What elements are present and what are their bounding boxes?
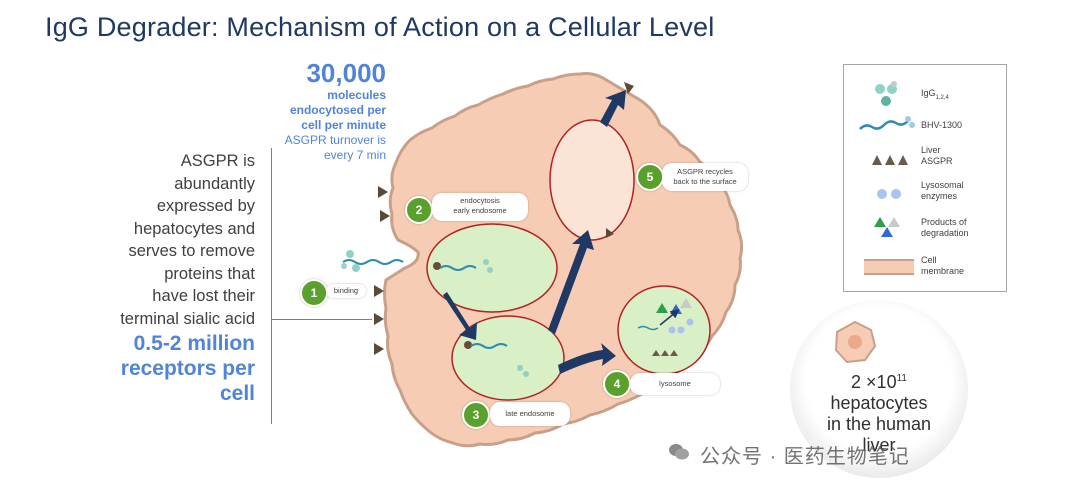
asgpr-receptor-icon: [624, 82, 634, 94]
enzymes-label-line: enzymes: [921, 191, 958, 201]
products-of-degradation-icon: [874, 217, 900, 237]
lysosome-contents: [637, 298, 694, 356]
stat-line: cell per minute: [301, 118, 386, 132]
products-label-line: degradation: [921, 228, 969, 238]
bracket-line: [271, 148, 272, 424]
legend-panel: IgG1,2,4 BHV-1300 Liver ASGPR Lysosomal …: [843, 64, 1007, 292]
asgpr-receptor-icon: [606, 228, 614, 238]
asgpr-receptor-icon: [378, 186, 388, 198]
igg-icon: [875, 81, 897, 106]
cell-membrane-icon: [864, 259, 914, 275]
step-1-label: binding: [326, 284, 366, 298]
legend-item-asgpr: Liver ASGPR: [844, 143, 1004, 173]
step-5-label-line: ASGPR recycles: [677, 167, 733, 176]
asgpr-description: ASGPR is abundantly expressed by hepatoc…: [85, 150, 255, 330]
step-3-badge: 3: [462, 401, 490, 429]
hepatocytes-coefficient: 2 ×10: [851, 372, 897, 392]
wechat-icon: [669, 444, 689, 460]
receptor-count-line: receptors per: [120, 357, 255, 380]
watermark: 公众号 · 医药生物笔记: [700, 446, 910, 468]
endosome-complex: [433, 259, 493, 273]
asgpr-receptor-icon: [374, 285, 384, 297]
step-2-badge: 2: [405, 196, 433, 224]
recycling-vesicle: [549, 119, 635, 241]
description-line: proteins that: [164, 264, 255, 283]
membrane-label-line: Cell: [921, 255, 937, 265]
hepatocytes-count: 2 ×1011 hepatocytes in the human liver: [790, 368, 968, 456]
legend-label-igg: IgG1,2,4: [921, 88, 949, 104]
legend-label-enzymes: Lysosomal enzymes: [921, 180, 964, 202]
hepatocytes-circle: [790, 300, 968, 478]
receptor-count-line: 0.5-2 million: [133, 332, 255, 355]
step-5-label: ASGPR recycles back to the surface: [662, 163, 748, 191]
step-2-label-line: early endosome: [453, 206, 507, 215]
hepatocytes-line: liver: [862, 435, 896, 455]
igg-label: IgG: [921, 88, 936, 98]
step-2-label: endocytosis early endosome: [432, 193, 528, 221]
legend-item-igg: IgG1,2,4: [844, 79, 1004, 109]
hepatocytes-line: hepatocytes: [830, 393, 928, 413]
enzymes-label-line: Lysosomal: [921, 180, 964, 190]
turnover-line: ASGPR turnover is: [284, 133, 386, 147]
stat-line: molecules: [327, 88, 386, 102]
step-5-label-line: back to the surface: [673, 177, 737, 186]
receptor-count: 0.5-2 million receptors per cell: [60, 331, 255, 406]
description-line: hepatocytes and: [133, 219, 255, 238]
igg-degrader-complex: [341, 250, 404, 272]
hepatocytes-number: 2 ×1011: [790, 368, 968, 393]
legend-label-bhv-1300: BHV-1300: [921, 120, 963, 130]
legend-label-membrane: Cell membrane: [921, 255, 964, 277]
hepatocytes-exponent: 11: [896, 373, 907, 384]
products-label-line: Products of: [921, 217, 967, 227]
asgpr-receptor-icon: [374, 313, 384, 325]
legend-item-bhv-1300: BHV-1300: [844, 111, 1004, 141]
asgpr-receptor-icon: [380, 210, 390, 222]
late-endosome: [451, 315, 565, 401]
molecules-count: 30,000: [306, 58, 386, 88]
asgpr-label-line: Liver: [921, 145, 941, 155]
description-line: abundantly: [174, 174, 255, 193]
legend-label-asgpr: Liver ASGPR: [921, 145, 953, 167]
legend-item-enzymes: Lysosomal enzymes: [844, 178, 1004, 208]
legend-label-products: Products of degradation: [921, 217, 969, 239]
turnover-line: every 7 min: [323, 148, 386, 162]
membrane-label-line: membrane: [921, 266, 965, 276]
asgpr-receptor-icon: [374, 343, 384, 355]
hepatocyte-icon: [834, 320, 877, 364]
legend-item-membrane: Cell membrane: [844, 251, 1004, 281]
stat-line: endocytosed per: [289, 103, 386, 117]
legend-item-products: Products of degradation: [844, 213, 1004, 243]
igg-subscript: 1,2,4: [935, 94, 949, 101]
step-4-badge: 4: [603, 370, 631, 398]
step-4-label: lysosome: [630, 373, 720, 395]
description-line: terminal sialic acid: [120, 309, 255, 328]
pointer-line: [272, 319, 372, 320]
late-endosome-complex: [464, 341, 529, 377]
asgpr-label-line: ASGPR: [921, 156, 953, 166]
step-5-badge: 5: [636, 163, 664, 191]
endocytosis-stats: 30,000 molecules endocytosed per cell pe…: [186, 58, 386, 163]
page-title: IgG Degrader: Mechanism of Action on a C…: [45, 12, 715, 42]
hepatocytes-line: in the human: [826, 414, 932, 434]
pathway-arrows: [443, 90, 626, 374]
lysosomal-enzymes-icon: [877, 189, 901, 199]
step-3-label: late endosome: [490, 402, 570, 426]
description-line: serves to remove: [128, 242, 255, 260]
liver-asgpr-icon: [872, 155, 908, 165]
description-line: ASGPR is: [180, 152, 255, 170]
step-1-badge: 1: [300, 279, 328, 307]
description-line: have lost their: [152, 287, 255, 305]
step-2-label-line: endocytosis: [460, 196, 500, 205]
lysosome: [617, 285, 711, 375]
bhv-1300-icon: [859, 116, 915, 130]
description-line: expressed by: [156, 197, 255, 215]
receptor-count-line: cell: [219, 382, 255, 405]
